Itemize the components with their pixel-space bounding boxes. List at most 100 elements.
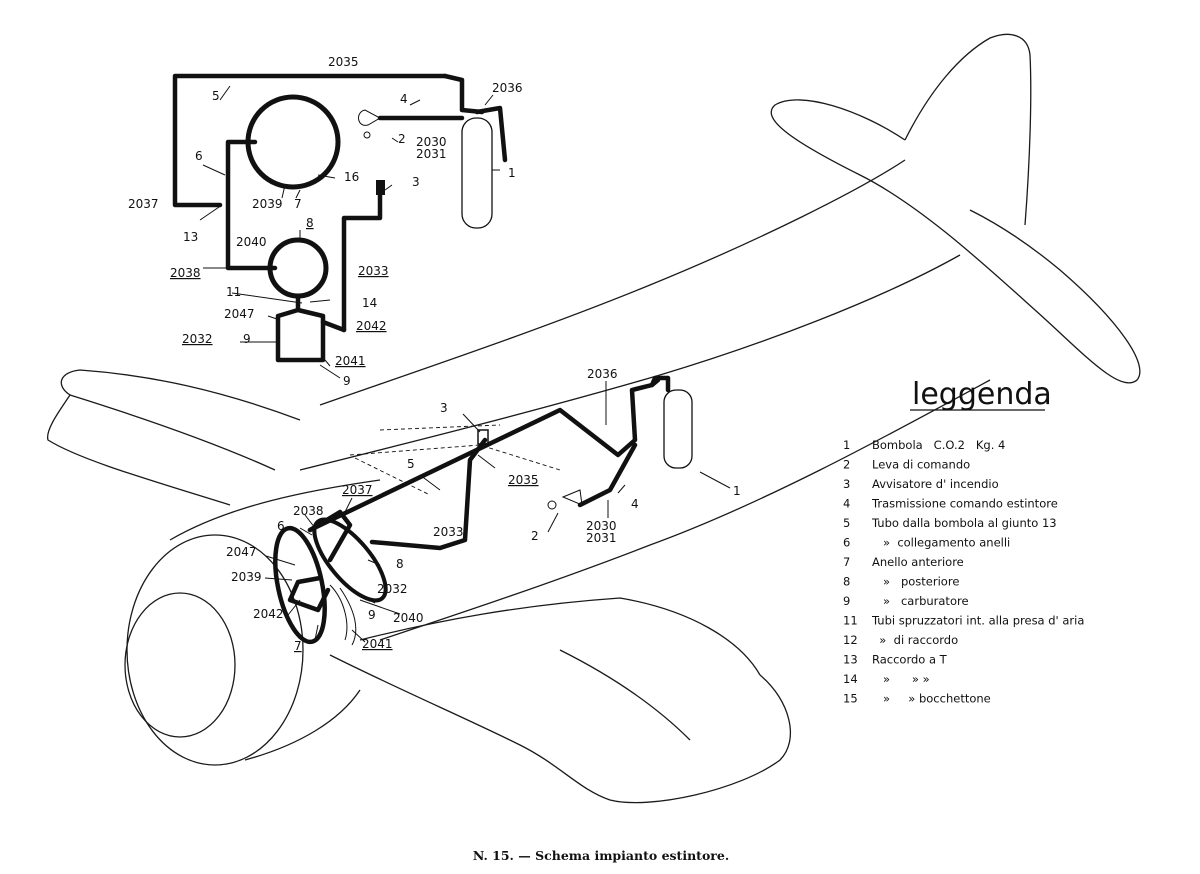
legend-item-text: Tubi spruzzatori int. alla presa d' aria <box>871 614 1084 628</box>
tail-fin <box>904 33 1032 226</box>
right-wing <box>329 654 792 804</box>
label-2: 2 <box>398 132 406 146</box>
lever-pivot <box>363 131 371 139</box>
pipe-2042 <box>320 319 347 333</box>
aircraft-label-2030: 2030 <box>586 519 617 533</box>
legend-item-number: 11 <box>843 614 858 628</box>
aircraft-label-7: 7 <box>294 639 302 653</box>
label-2038: 2038 <box>170 266 201 280</box>
legend-item-text: Avvisatore d' incendio <box>872 477 999 491</box>
label-2040: 2040 <box>236 235 267 249</box>
legend-item-number: 1 <box>843 438 850 452</box>
label-13: 13 <box>183 230 198 244</box>
horizontal-stabilizer <box>770 99 1141 384</box>
right-wing-root <box>559 649 691 741</box>
aircraft-label-2041: 2041 <box>362 637 393 651</box>
aircraft-label-2033: 2033 <box>433 525 464 539</box>
aircraft-label-2039: 2039 <box>231 570 262 584</box>
legend-item-number: 15 <box>843 692 858 706</box>
aircraft-outline <box>47 33 1141 804</box>
aircraft-lever-2 <box>561 489 583 506</box>
system-schematic <box>172 73 508 379</box>
label-2030: 2030 <box>416 135 447 149</box>
aircraft-label-2035: 2035 <box>508 473 539 487</box>
aircraft-pipe-2033 <box>369 437 488 551</box>
installed-piping <box>264 375 731 646</box>
label-2032: 2032 <box>182 332 213 346</box>
legend-item-text: Leva di comando <box>872 458 970 472</box>
aircraft-co2-cylinder <box>663 389 693 469</box>
left-wing <box>60 369 301 471</box>
label-2035: 2035 <box>328 55 359 69</box>
legend-item-text: Bombola C.O.2 Kg. 4 <box>872 438 1005 452</box>
legend-item-number: 3 <box>843 477 850 491</box>
label-11: 11 <box>226 285 241 299</box>
label-1: 1 <box>508 166 516 180</box>
legend-item-text: » » » <box>872 672 930 686</box>
panel-dash-1 <box>349 444 561 471</box>
panel-dash-2 <box>379 424 501 431</box>
label-2041: 2041 <box>335 354 366 368</box>
co2-cylinder <box>461 117 493 229</box>
aircraft-carburetor-ring <box>287 575 331 613</box>
label-3: 3 <box>412 175 420 189</box>
aircraft-label-5: 5 <box>407 457 415 471</box>
legend-item-text: » collegamento anelli <box>872 536 1010 550</box>
aircraft-pipe-2036 <box>649 375 671 393</box>
aircraft-label-2: 2 <box>531 529 539 543</box>
label-5: 5 <box>212 89 220 103</box>
control-lever <box>358 109 382 126</box>
aircraft-label-2037: 2037 <box>342 483 373 497</box>
engine-cowling-front <box>126 534 304 766</box>
legend-items: 1 Bombola C.O.2 Kg. 4 2 Leva di comando 3 Avv… <box>843 438 1084 706</box>
figure-caption: N. 15. — Schema impianto estintore. <box>473 848 729 863</box>
aircraft-nozzle-lines <box>329 584 357 646</box>
fuselage-spine <box>299 254 961 471</box>
cowling-bottom <box>244 689 361 761</box>
carburetor-ring-9 <box>275 293 326 363</box>
aircraft-label-4: 4 <box>631 497 639 511</box>
label-2047: 2047 <box>224 307 255 321</box>
legend-item-text: » posteriore <box>872 575 959 589</box>
legend-item-text: Tubo dalla bombola al giunto 13 <box>871 516 1057 530</box>
engine-intake <box>124 592 236 738</box>
legend-item-number: 4 <box>843 497 850 511</box>
legend-item-number: 9 <box>843 594 850 608</box>
aircraft-labels: 2036 3 5 2035 1 2037 2038 6 2033 4 2030 … <box>226 367 741 653</box>
label-8: 8 <box>306 216 314 230</box>
aircraft-label-2036: 2036 <box>587 367 618 381</box>
legend-item-number: 5 <box>843 516 850 530</box>
legend-item-text: » di raccordo <box>872 633 958 647</box>
label-2039: 2039 <box>252 197 283 211</box>
aircraft-label-2040: 2040 <box>393 611 424 625</box>
label-2036: 2036 <box>492 81 523 95</box>
rear-ring-8 <box>267 237 329 299</box>
label-6: 6 <box>195 149 203 163</box>
aircraft-label-3: 3 <box>440 401 448 415</box>
legend-item-number: 2 <box>843 458 850 472</box>
label-2042: 2042 <box>356 319 387 333</box>
aircraft-label-1: 1 <box>733 484 741 498</box>
aircraft-front-ring <box>273 525 327 645</box>
label-9: 9 <box>343 374 351 388</box>
label-2031: 2031 <box>416 147 447 161</box>
label-9-top: 9 <box>243 332 251 346</box>
legend-item-number: 13 <box>843 653 858 667</box>
label-7: 7 <box>294 197 302 211</box>
pipe-2035 <box>172 73 448 208</box>
aircraft-label-2038: 2038 <box>293 504 324 518</box>
aircraft-lever-pivot <box>547 500 557 510</box>
legend-item-number: 6 <box>843 536 850 550</box>
leaders-schematic <box>199 85 500 379</box>
label-14: 14 <box>362 296 377 310</box>
aircraft-label-2032: 2032 <box>377 582 408 596</box>
cowling-top <box>169 479 381 541</box>
label-16: 16 <box>344 170 359 184</box>
legend-item-text: » carburatore <box>872 594 969 608</box>
front-ring-7 <box>245 94 341 190</box>
aircraft-label-6: 6 <box>277 519 285 533</box>
fuselage-bottom <box>379 379 991 641</box>
label-4: 4 <box>400 92 408 106</box>
